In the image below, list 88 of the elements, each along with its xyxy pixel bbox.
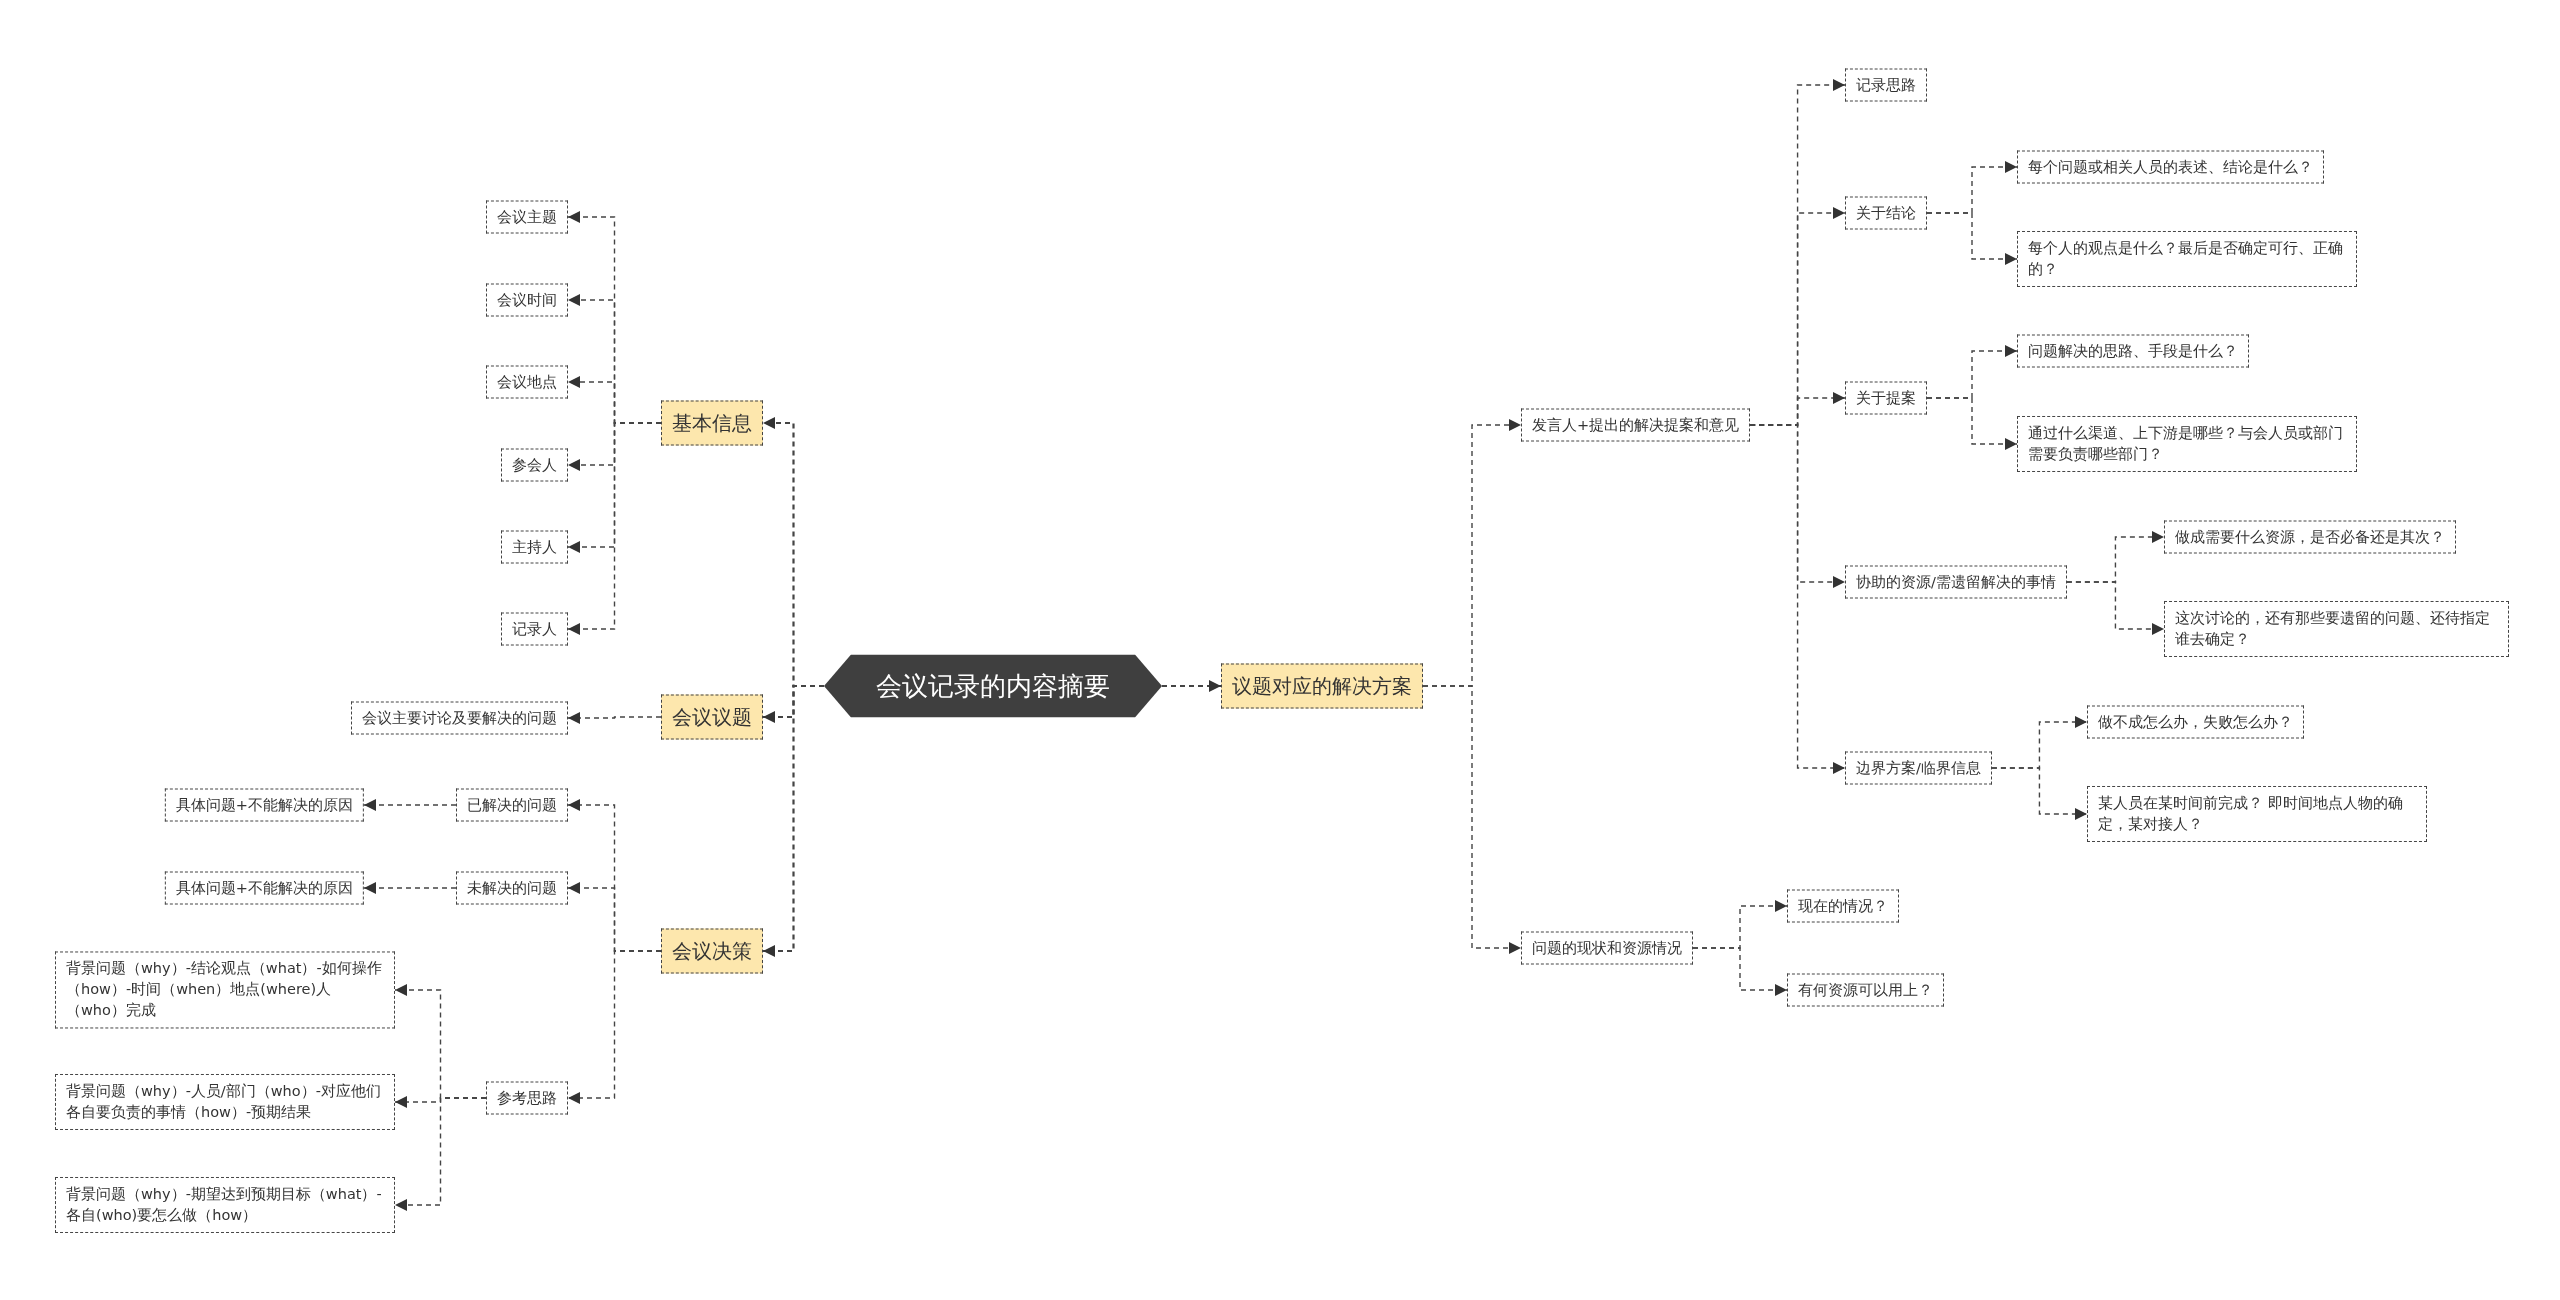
topic-label: 现在的情况？ <box>1798 896 1888 916</box>
topic-box <box>2087 705 2304 739</box>
topic-box <box>501 612 568 646</box>
topic-box <box>1787 889 1899 923</box>
connector <box>1991 767 2088 820</box>
topic-box <box>164 871 364 905</box>
topic-label: 未解决的问题 <box>467 878 557 898</box>
topic-label: 已解决的问题 <box>467 795 557 815</box>
topic-box <box>2017 231 2357 287</box>
topic-label: 做成需要什么资源，是否必备还是其次？ <box>2175 527 2445 547</box>
connector <box>1162 680 1221 692</box>
topic-label: 通过什么渠道、上下游是哪些？与会人员或部门需要负责哪些部门？ <box>2028 424 2344 464</box>
topic-box <box>164 788 364 822</box>
topic-box <box>1521 408 1751 442</box>
topic-label: 会议议题 <box>672 703 752 731</box>
topic-label: 发言人+提出的解决提案和意见 <box>1532 415 1740 435</box>
topic-box <box>501 448 568 482</box>
topic-box <box>2017 416 2357 472</box>
topic-label: 基本信息 <box>672 409 752 437</box>
connector <box>394 1097 487 1211</box>
topic-box <box>2087 786 2427 842</box>
connector <box>567 712 662 724</box>
topic-label: 会议主要讨论及要解决的问题 <box>362 708 557 728</box>
topic-label: 参会人 <box>512 455 557 475</box>
connector <box>1422 685 1522 954</box>
topic-label: 背景问题（why）-期望达到预期目标（what）-各自(who)要怎么做（how） <box>66 1185 383 1225</box>
topic-label: 边界方案/临界信息 <box>1856 758 1981 778</box>
topic-box <box>486 200 568 234</box>
topic-box <box>1845 381 1927 415</box>
topic-box <box>55 951 395 1029</box>
topic-box <box>486 365 568 399</box>
topic-label: 议题对应的解决方案 <box>1232 672 1412 700</box>
topic-label: 某人员在某时间前完成？ 即时间地点人物的确定，某对接人？ <box>2098 794 2404 834</box>
topic-label: 参考思路 <box>497 1088 557 1108</box>
connector <box>567 422 662 635</box>
topic-box <box>2017 334 2249 368</box>
topic-box <box>351 701 568 735</box>
topic-label: 有何资源可以用上？ <box>1798 980 1933 1000</box>
topic-label: 每个问题或相关人员的表述、结论是什么？ <box>2028 157 2313 177</box>
topic-label: 会议地点 <box>497 372 557 392</box>
branch-topic <box>661 400 763 446</box>
connector <box>763 684 824 957</box>
connector <box>1926 397 2018 450</box>
central-topic <box>824 654 1162 718</box>
topic-label: 主持人 <box>512 537 557 557</box>
topic-box <box>1787 973 1944 1007</box>
connector <box>1692 947 1788 996</box>
topic-box <box>1845 196 1927 230</box>
topic-label: 背景问题（why）-结论观点（what）-如何操作（how）-时间（when）地点(where)人（who）完成 <box>66 959 383 1021</box>
topic-box <box>456 871 568 905</box>
topic-label: 会议记录的内容摘要 <box>876 669 1110 703</box>
topic-box <box>486 283 568 317</box>
topic-box <box>1845 751 1992 785</box>
topic-label: 会议时间 <box>497 290 557 310</box>
topic-box <box>2164 520 2456 554</box>
branch-topic <box>661 694 763 740</box>
topic-label: 记录思路 <box>1856 75 1916 95</box>
topic-label: 协助的资源/需遗留解决的事情 <box>1856 572 2056 592</box>
topic-box <box>2164 601 2509 657</box>
topic-label: 具体问题+不能解决的原因 <box>175 795 353 815</box>
topic-box <box>456 788 568 822</box>
topic-label: 具体问题+不能解决的原因 <box>175 878 353 898</box>
connector <box>363 882 457 894</box>
topic-box <box>1521 931 1693 965</box>
topic-label: 每个人的观点是什么？最后是否确定可行、正确的？ <box>2028 239 2344 279</box>
connector <box>363 799 457 811</box>
topic-label: 会议决策 <box>672 937 752 965</box>
topic-box <box>2017 150 2324 184</box>
topic-label: 问题的现状和资源情况 <box>1532 938 1682 958</box>
topic-box <box>1845 565 2067 599</box>
connector <box>1926 212 2018 265</box>
topic-label: 关于结论 <box>1856 203 1916 223</box>
topic-label: 背景问题（why）-人员/部门（who）-对应他们各自要负责的事情（how）-预期结果 <box>66 1082 382 1122</box>
topic-label: 这次讨论的，还有那些要遗留的问题、还待指定谁去确定？ <box>2175 609 2491 649</box>
branch-topic <box>661 928 763 974</box>
branch-topic <box>1221 663 1423 709</box>
topic-box <box>1845 68 1927 102</box>
topic-box <box>501 530 568 564</box>
topic-label: 做不成怎么办，失败怎么办？ <box>2098 712 2293 732</box>
topic-box <box>486 1081 568 1115</box>
topic-box <box>55 1177 395 1233</box>
topic-label: 问题解决的思路、手段是什么？ <box>2028 341 2238 361</box>
topic-label: 关于提案 <box>1856 388 1916 408</box>
topic-box <box>55 1074 395 1130</box>
topic-label: 记录人 <box>512 619 557 639</box>
connector <box>2066 581 2165 635</box>
connector <box>567 950 662 1104</box>
topic-label: 会议主题 <box>497 207 557 227</box>
